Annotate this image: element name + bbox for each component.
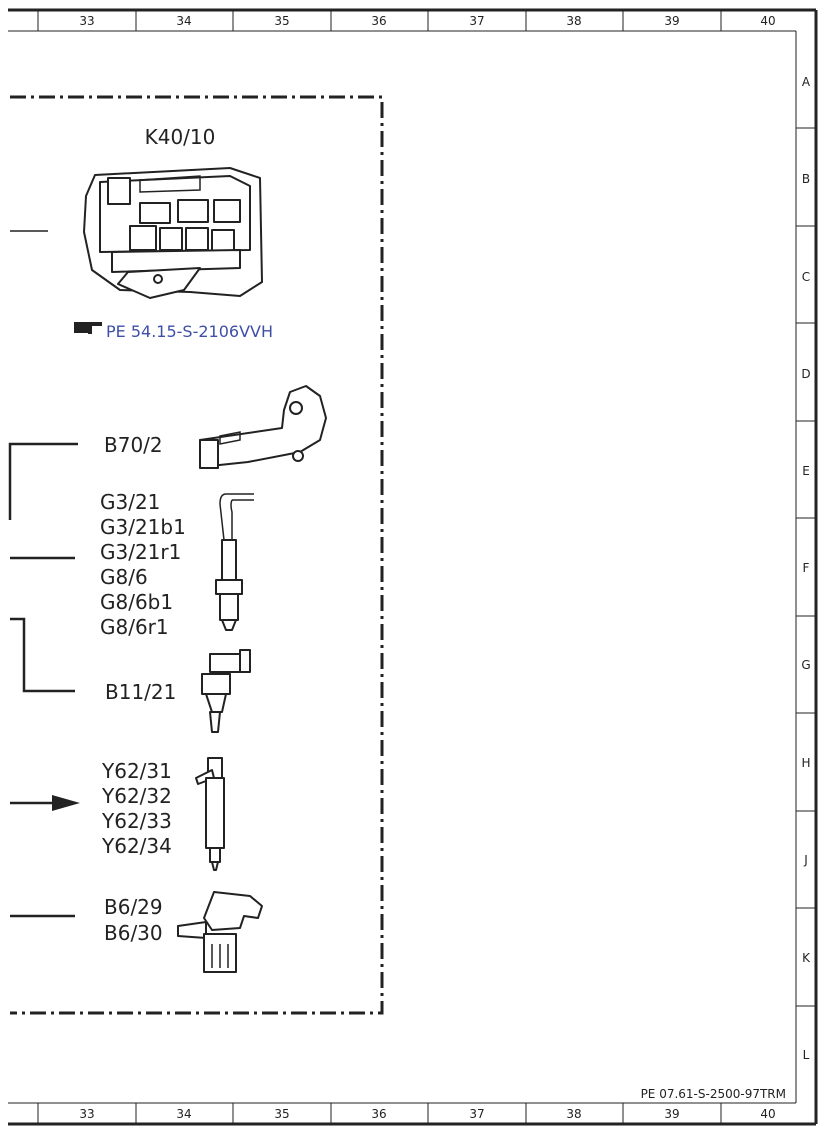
- injector-label: Y62/32: [101, 784, 172, 808]
- row-label: A: [802, 75, 811, 89]
- b6-camshaft-sensor-icon: [177, 891, 263, 973]
- pointing-hand-icon: [74, 322, 102, 334]
- b6-label: B6/30: [104, 921, 163, 945]
- col-label-top: 38: [566, 14, 581, 28]
- document-id: PE 07.61-S-2500-97TRM: [641, 1087, 786, 1101]
- b11-21-sensor-icon: [201, 649, 251, 733]
- b11-21-label: B11/21: [105, 680, 176, 704]
- col-label-top: 36: [371, 14, 386, 28]
- oxygen-sensor-icon: [215, 493, 254, 631]
- injector-labels: Y62/31 Y62/32 Y62/33 Y62/34: [101, 759, 172, 858]
- y62-injector-icon: [195, 757, 225, 871]
- row-label: F: [803, 561, 810, 575]
- row-ticks: [796, 127, 816, 1007]
- col-label-bottom: 36: [371, 1107, 386, 1121]
- column-ticks: [37, 10, 722, 1124]
- row-label: C: [802, 270, 810, 284]
- injector-label: Y62/31: [101, 759, 172, 783]
- row-label: K: [802, 951, 811, 965]
- col-label-top: 34: [176, 14, 191, 28]
- b70-2-sensor-icon: [199, 385, 327, 469]
- oxygen-sensor-label: G3/21r1: [100, 540, 181, 564]
- k40-10-reference-link[interactable]: PE 54.15-S-2106VVH: [74, 322, 273, 341]
- injector-label: Y62/33: [101, 809, 172, 833]
- oxygen-sensor-label: G8/6: [100, 565, 148, 589]
- wires: [8, 230, 80, 918]
- col-label-bottom: 38: [566, 1107, 581, 1121]
- oxygen-sensor-label: G8/6r1: [100, 615, 169, 639]
- row-label: G: [801, 658, 810, 672]
- col-label-top: 40: [760, 14, 775, 28]
- k40-10-relay-module-icon: [83, 167, 263, 299]
- col-label-bottom: 39: [664, 1107, 679, 1121]
- row-label: B: [802, 172, 810, 186]
- oxygen-sensor-label: G3/21: [100, 490, 160, 514]
- row-label: E: [802, 464, 810, 478]
- wire-b70: [8, 442, 78, 520]
- row-label: D: [801, 367, 810, 381]
- sheet-frame: [8, 8, 818, 1126]
- row-label: L: [803, 1048, 810, 1062]
- row-label: J: [803, 853, 808, 867]
- col-label-bottom: 34: [176, 1107, 191, 1121]
- col-label-bottom: 35: [274, 1107, 289, 1121]
- b70-2-label: B70/2: [104, 433, 163, 457]
- col-label-top: 37: [469, 14, 484, 28]
- col-label-bottom: 33: [79, 1107, 94, 1121]
- col-label-bottom: 40: [760, 1107, 775, 1121]
- injector-label: Y62/34: [101, 834, 172, 858]
- col-label-top: 39: [664, 14, 679, 28]
- col-label-bottom: 37: [469, 1107, 484, 1121]
- arrow-head-icon: [52, 795, 80, 811]
- k40-10-reference-text[interactable]: PE 54.15-S-2106VVH: [106, 322, 273, 341]
- column-labels-top: 33 34 35 36 37 38 39 40: [79, 14, 775, 28]
- row-labels: A B C D E F G H J K L: [801, 75, 811, 1062]
- oxygen-sensor-labels: G3/21 G3/21b1 G3/21r1 G8/6 G8/6b1 G8/6r1: [100, 490, 186, 639]
- col-label-top: 33: [79, 14, 94, 28]
- column-labels-bottom: 33 34 35 36 37 38 39 40: [79, 1107, 775, 1121]
- b6-labels: B6/29 B6/30: [104, 895, 163, 945]
- row-label: H: [801, 756, 810, 770]
- wire-b11: [10, 617, 75, 693]
- b6-label: B6/29: [104, 895, 163, 919]
- oxygen-sensor-label: G8/6b1: [100, 590, 173, 614]
- oxygen-sensor-label: G3/21b1: [100, 515, 186, 539]
- k40-10-label: K40/10: [145, 125, 216, 149]
- col-label-top: 35: [274, 14, 289, 28]
- component-boundary: [10, 95, 384, 1015]
